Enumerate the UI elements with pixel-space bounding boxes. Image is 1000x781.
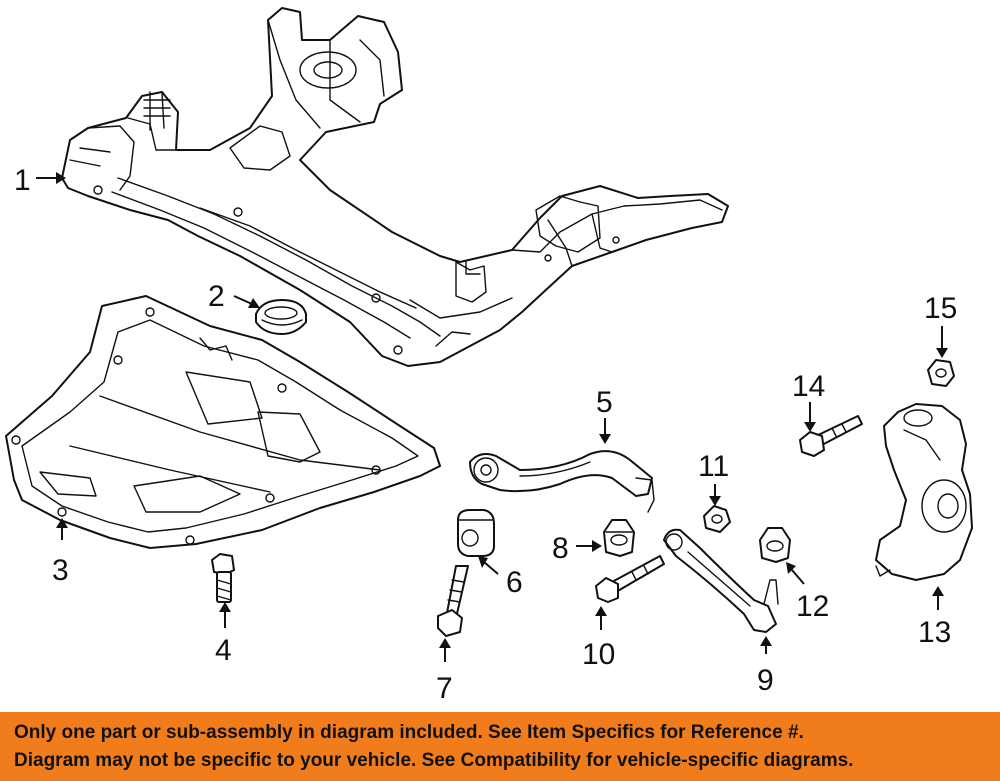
splash-shield-drawing: [5, 295, 441, 549]
steering-knuckle-drawing: [875, 403, 973, 581]
bolt-14-drawing: [799, 415, 863, 457]
bushing-drawing: [457, 509, 495, 557]
callout-11: 11: [698, 450, 729, 483]
callout-5: 5: [596, 386, 613, 419]
callout-3: 3: [52, 554, 69, 587]
callout-7: 7: [436, 672, 453, 705]
callout-14: 14: [792, 370, 825, 403]
bolt-10-drawing: [595, 555, 665, 603]
callout-4: 4: [215, 634, 232, 667]
crossmember-drawing: [61, 7, 729, 367]
disclaimer-banner: Only one part or sub-assembly in diagram…: [0, 712, 1000, 781]
callout-12: 12: [796, 590, 829, 623]
callout-10: 10: [582, 638, 615, 671]
leader-lines: [36, 172, 948, 662]
callout-6: 6: [506, 566, 523, 599]
lower-control-arm-drawing: [663, 528, 779, 633]
bolt-7-drawing: [437, 565, 469, 637]
insulator-drawing: [255, 299, 307, 335]
nut-15-drawing: [927, 359, 955, 387]
callout-1: 1: [14, 164, 31, 197]
parts-diagram: 1 2 3 4 5 6 7 8 9 10 11 12 13 14 15: [5, 7, 973, 705]
nut-12-drawing: [759, 527, 791, 563]
upper-control-arm-drawing: [469, 450, 655, 513]
disclaimer-line-2: Diagram may not be specific to your vehi…: [14, 750, 854, 771]
callout-numbers: 1 2 3 4 5 6 7 8 9 10 11 12 13 14 15: [14, 164, 957, 705]
washer-11-drawing: [703, 505, 731, 533]
callout-9: 9: [757, 664, 774, 697]
disclaimer-line-1: Only one part or sub-assembly in diagram…: [14, 722, 804, 743]
bolt-4-drawing: [211, 553, 235, 603]
nut-8-drawing: [603, 519, 635, 557]
callout-2: 2: [208, 280, 225, 313]
callout-13: 13: [918, 616, 951, 649]
callout-8: 8: [552, 532, 569, 565]
callout-15: 15: [924, 292, 957, 325]
